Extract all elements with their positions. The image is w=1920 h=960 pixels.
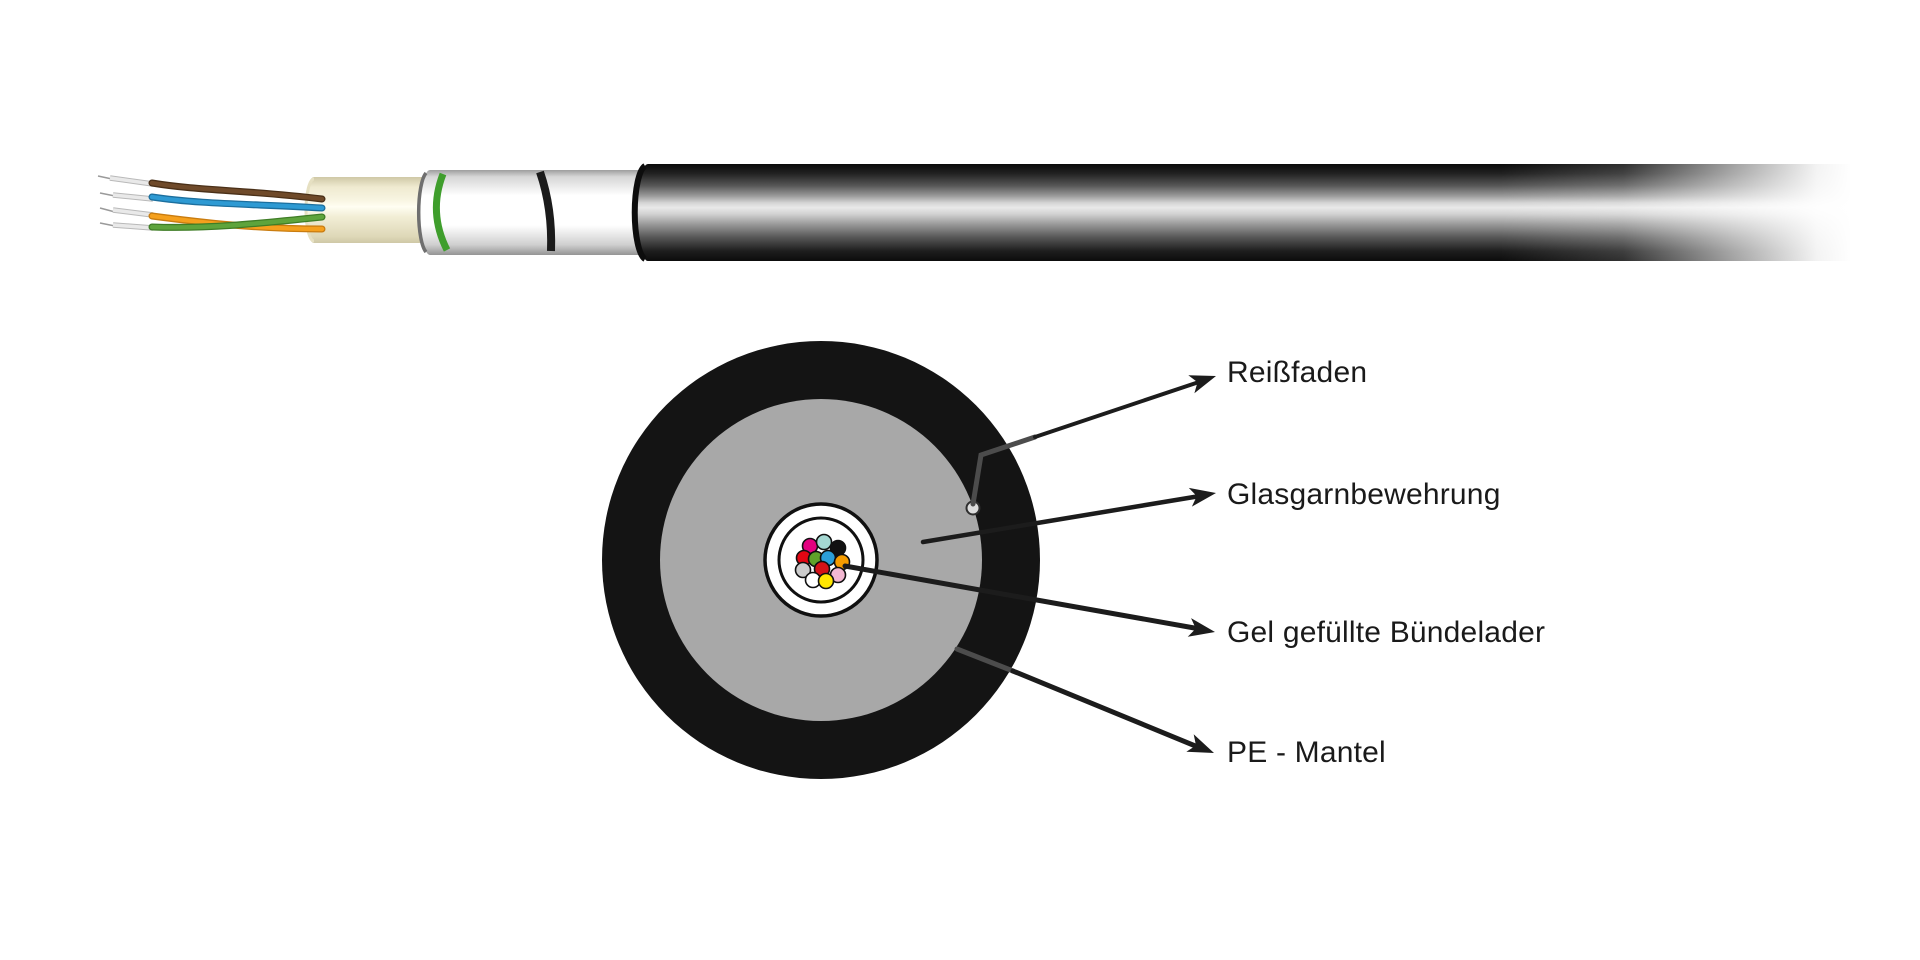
bare-fiber-tips [97, 175, 154, 231]
fiber-tip-hair [97, 175, 113, 180]
black-marker-ring [536, 170, 556, 252]
arrowhead-pe-mantel [1186, 734, 1214, 753]
fiber-tip-hair [99, 207, 116, 213]
pe-jacket [631, 163, 1852, 262]
glass-yarn-body [420, 170, 642, 255]
label-gel-buendelader: Gel gefüllte Bündelader [1227, 616, 1546, 649]
pe-jacket-end-rim [631, 163, 647, 262]
leader-line-segment [970, 434, 1038, 507]
leader-reissfaden [970, 375, 1216, 507]
label-pe-mantel: PE - Mantel [1227, 736, 1386, 769]
cable-cross-section [602, 341, 1040, 779]
glass-yarn-end-rim [416, 171, 428, 254]
green-marker-ring [432, 172, 451, 252]
white-fiber [112, 208, 154, 217]
glass-yarn-layer [416, 170, 642, 255]
leader-glasgarnbewehrung [920, 487, 1216, 545]
label-reissfaden: Reißfaden [1227, 356, 1368, 389]
fiber-tip-hair [99, 192, 116, 197]
arrowhead-glasgarnbewehrung [1188, 487, 1216, 507]
leader-buendelader [842, 563, 1215, 637]
arrowhead-buendelader [1187, 618, 1215, 637]
leader-line-segment [920, 493, 1203, 545]
white-fiber [109, 176, 154, 186]
white-fiber [112, 223, 154, 230]
loose-tube-body [305, 177, 425, 243]
fiber-green [149, 214, 325, 230]
cable-side-view [97, 163, 1852, 262]
cross-section-fiber-bundle [794, 533, 851, 590]
fiber-dot-gray [794, 561, 812, 579]
fiber-dot-aqua [815, 533, 833, 551]
arrowhead-reissfaden [1188, 375, 1216, 394]
leader-line-segment [1010, 668, 1201, 750]
leader-pe-mantel [954, 646, 1214, 753]
leader-line-segment [842, 563, 1203, 632]
fiber-blue [149, 194, 325, 211]
fiber-tip-hair [99, 222, 116, 227]
colored-fibers [148, 179, 326, 233]
leader-lines [842, 375, 1216, 753]
leader-line-segment [954, 646, 1016, 674]
leader-line-segment [1033, 379, 1204, 439]
fiber-brown [149, 180, 325, 202]
fiber-dot-yellow [817, 572, 835, 590]
pe-jacket-fadeout [1500, 163, 1852, 262]
white-fiber [112, 193, 154, 201]
label-glasgarnbewehrung: Glasgarnbewehrung [1227, 478, 1501, 511]
